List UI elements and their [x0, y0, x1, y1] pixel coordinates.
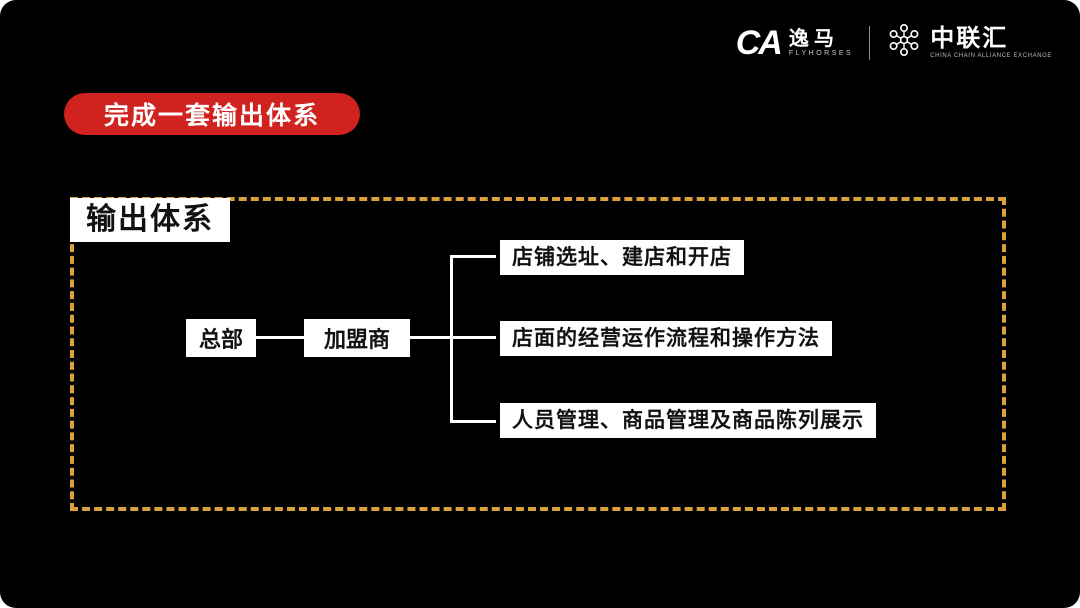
brace-stub-top	[450, 255, 496, 258]
flyhorses-logo-icon: CA	[735, 23, 783, 62]
flyhorses-subtitle: FLYHORSES	[788, 49, 854, 57]
output-item-store-location: 店铺选址、建店和开店	[500, 240, 744, 276]
flyhorses-logo-text: 逸马 FLYHORSES	[789, 28, 853, 58]
flyhorses-name: 逸马	[788, 27, 839, 50]
connector-franchisee-to-brace	[410, 336, 453, 339]
connector-root-to-franchisee	[256, 336, 304, 339]
alliance-logo: 中联汇 CHINA CHAIN ALLIANCE EXCHANGE	[886, 22, 1052, 63]
brace-stub-middle	[450, 336, 496, 339]
dashed-frame	[70, 197, 1006, 511]
node-headquarters: 总部	[186, 319, 256, 357]
logo-divider	[869, 25, 871, 60]
diagram-title: 输出体系	[70, 198, 230, 242]
slide-title-badge: 完成一套输出体系	[64, 93, 361, 135]
brace-stub-bottom	[450, 420, 496, 423]
alliance-subtitle: CHINA CHAIN ALLIANCE EXCHANGE	[930, 52, 1052, 59]
output-item-staff-merchandise: 人员管理、商品管理及商品陈列展示	[500, 403, 876, 439]
logo-bar: CA 逸马 FLYHORSES	[736, 22, 1052, 63]
alliance-logo-text: 中联汇 CHINA CHAIN ALLIANCE EXCHANGE	[930, 25, 1052, 59]
node-franchisee: 加盟商	[304, 319, 410, 357]
output-item-operation-process: 店面的经营运作流程和操作方法	[500, 321, 832, 357]
flyhorses-logo: CA 逸马 FLYHORSES	[736, 26, 854, 60]
brace-vertical-line	[450, 255, 453, 423]
alliance-hex-network-icon	[886, 22, 922, 63]
alliance-name: 中联汇	[930, 25, 1009, 53]
